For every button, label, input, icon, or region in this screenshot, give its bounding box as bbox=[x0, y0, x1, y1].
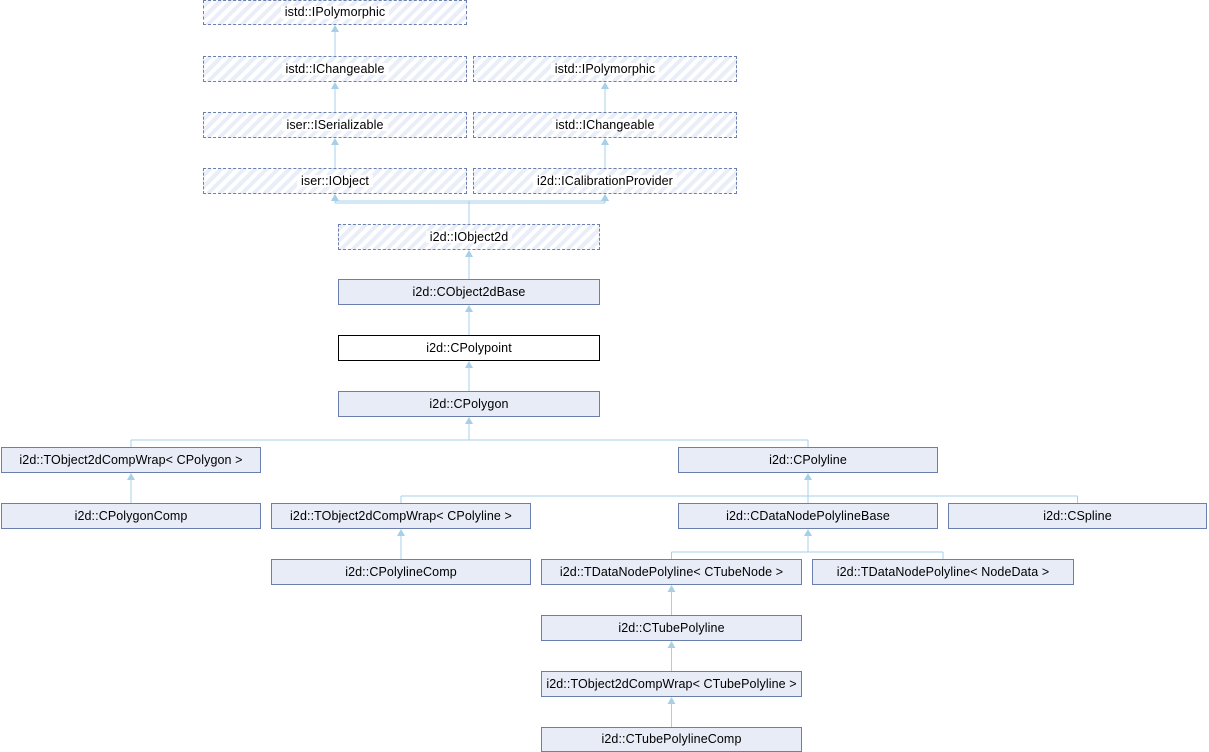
class-node[interactable]: i2d::TDataNodePolyline< NodeData > bbox=[812, 559, 1074, 585]
class-node[interactable]: iser::ISerializable bbox=[203, 112, 467, 138]
class-node[interactable]: i2d::CSpline bbox=[948, 503, 1207, 529]
class-node[interactable]: istd::IPolymorphic bbox=[473, 56, 737, 82]
class-node-label: istd::IPolymorphic bbox=[280, 6, 390, 19]
class-node-label: i2d::TDataNodePolyline< CTubeNode > bbox=[559, 564, 784, 579]
class-node-label: istd::IPolymorphic bbox=[550, 63, 660, 76]
class-node[interactable]: i2d::CPolylineComp bbox=[271, 559, 531, 585]
class-node-label: i2d::CPolypoint bbox=[426, 340, 512, 355]
class-node[interactable]: i2d::TObject2dCompWrap< CTubePolyline > bbox=[541, 671, 802, 697]
class-node-label: i2d::CTubePolyline bbox=[618, 620, 725, 635]
class-node-label: i2d::CPolygonComp bbox=[74, 508, 188, 523]
class-node[interactable]: i2d::CObject2dBase bbox=[338, 279, 600, 305]
class-node-label: i2d::TObject2dCompWrap< CPolyline > bbox=[290, 508, 512, 523]
class-node[interactable]: iser::IObject bbox=[203, 168, 467, 194]
class-node-label: i2d::ICalibrationProvider bbox=[533, 175, 677, 188]
class-node[interactable]: i2d::CTubePolylineComp bbox=[541, 727, 802, 752]
class-node[interactable]: i2d::CPolygonComp bbox=[1, 503, 261, 529]
class-node[interactable]: i2d::IObject2d bbox=[338, 224, 600, 250]
class-node-label: i2d::CPolygon bbox=[429, 396, 509, 411]
class-node[interactable]: i2d::TDataNodePolyline< CTubeNode > bbox=[541, 559, 802, 585]
class-node-current[interactable]: i2d::CPolypoint bbox=[338, 335, 600, 361]
class-node[interactable]: i2d::CPolygon bbox=[338, 391, 600, 417]
class-node[interactable]: istd::IChangeable bbox=[473, 112, 737, 138]
class-node-label: i2d::CTubePolylineComp bbox=[601, 732, 742, 747]
class-node-label: i2d::CPolylineComp bbox=[345, 564, 457, 579]
class-node-label: iser::ISerializable bbox=[282, 119, 388, 132]
class-node-label: i2d::TDataNodePolyline< NodeData > bbox=[836, 564, 1050, 579]
class-node-label: i2d::CDataNodePolylineBase bbox=[726, 508, 890, 523]
class-node-label: i2d::CObject2dBase bbox=[412, 284, 526, 299]
class-node-label: i2d::CPolyline bbox=[769, 452, 847, 467]
class-node[interactable]: i2d::TObject2dCompWrap< CPolygon > bbox=[1, 447, 261, 473]
class-node[interactable]: i2d::TObject2dCompWrap< CPolyline > bbox=[271, 503, 531, 529]
class-node[interactable]: i2d::CPolyline bbox=[678, 447, 938, 473]
class-node[interactable]: i2d::ICalibrationProvider bbox=[473, 168, 737, 194]
class-node-label: i2d::TObject2dCompWrap< CTubePolyline > bbox=[546, 676, 797, 691]
class-node[interactable]: i2d::CTubePolyline bbox=[541, 615, 802, 641]
class-node-label: istd::IChangeable bbox=[281, 63, 389, 76]
class-node-label: i2d::CSpline bbox=[1043, 508, 1112, 523]
class-node[interactable]: istd::IChangeable bbox=[203, 56, 467, 82]
class-node[interactable]: i2d::CDataNodePolylineBase bbox=[678, 503, 938, 529]
class-node[interactable]: istd::IPolymorphic bbox=[203, 0, 467, 25]
class-node-label: iser::IObject bbox=[297, 175, 373, 188]
class-node-label: i2d::IObject2d bbox=[425, 231, 513, 244]
class-node-label: i2d::TObject2dCompWrap< CPolygon > bbox=[19, 452, 243, 467]
class-node-label: istd::IChangeable bbox=[551, 119, 659, 132]
